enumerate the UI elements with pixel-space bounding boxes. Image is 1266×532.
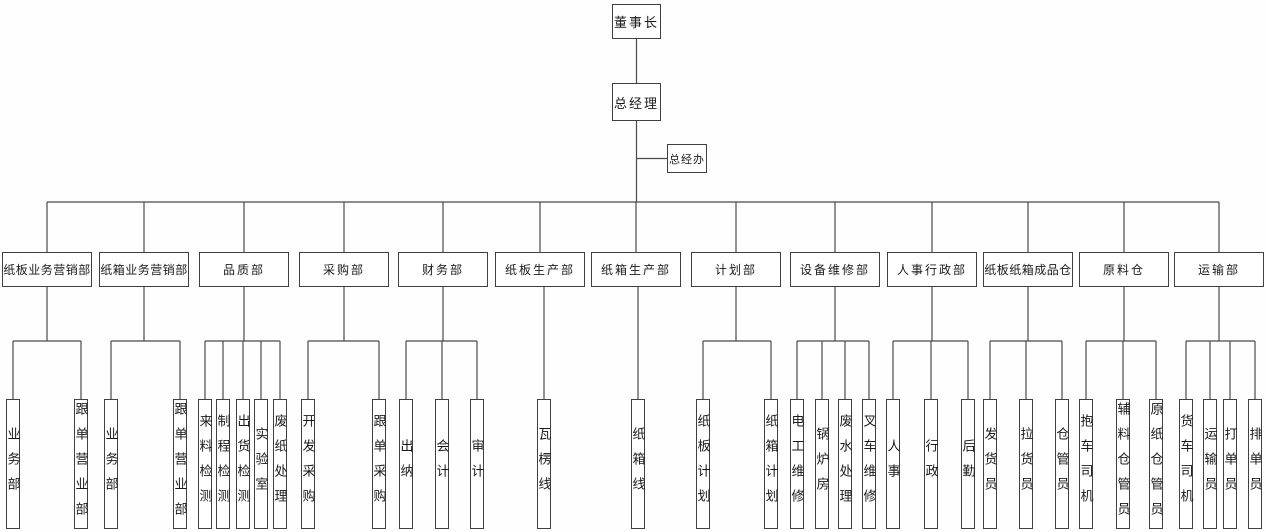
department-box: 原料仓 — [1079, 252, 1169, 287]
position-box: 叉车维修 — [862, 399, 877, 529]
department-box: 计划部 — [691, 252, 781, 287]
department-box: 纸箱生产部 — [591, 252, 681, 287]
position-box: 会计 — [435, 399, 450, 529]
position-box: 出纳 — [399, 399, 414, 529]
position-box: 仓管员 — [1055, 399, 1070, 529]
position-box: 排单员 — [1248, 399, 1263, 529]
position-box: 制程检测 — [216, 399, 231, 529]
department-box: 运输部 — [1174, 252, 1264, 287]
position-box: 电工维修 — [790, 399, 805, 529]
position-box: 锅炉房 — [815, 399, 830, 529]
position-box: 废水处理 — [838, 399, 853, 529]
position-box: 业务部 — [104, 399, 119, 529]
department-box: 纸板纸箱成品仓 — [983, 252, 1073, 287]
position-box: 瓦楞线 — [537, 399, 552, 529]
position-box: 纸板计划 — [696, 399, 711, 529]
department-box: 设备维修部 — [790, 252, 880, 287]
chairman-box: 董事长 — [612, 4, 661, 39]
position-box: 纸箱计划 — [764, 399, 779, 529]
department-box: 纸板业务营销部 — [2, 252, 92, 287]
position-box: 人事 — [886, 399, 901, 529]
position-box: 后勤 — [961, 399, 976, 529]
position-box: 辅料仓管员 — [1116, 399, 1131, 529]
department-box: 人事行政部 — [887, 252, 977, 287]
department-box: 财务部 — [398, 252, 488, 287]
department-box: 纸箱业务营销部 — [99, 252, 189, 287]
position-box: 审计 — [470, 399, 485, 529]
position-box: 抱车司机 — [1079, 399, 1094, 529]
position-box: 打单员 — [1223, 399, 1238, 529]
position-box: 纸箱线 — [631, 399, 646, 529]
position-box: 业务部 — [6, 399, 21, 529]
position-box: 出货检测 — [236, 399, 251, 529]
position-box: 实验室 — [254, 399, 269, 529]
department-box: 采购部 — [299, 252, 389, 287]
position-box: 拉货员 — [1019, 399, 1034, 529]
position-box: 跟单采购 — [372, 399, 387, 529]
position-box: 运输员 — [1203, 399, 1218, 529]
position-box: 发货员 — [983, 399, 998, 529]
position-box: 货车司机 — [1179, 399, 1194, 529]
position-box: 原纸仓管员 — [1149, 399, 1164, 529]
position-box: 来料检测 — [198, 399, 213, 529]
position-box: 跟单营业部 — [173, 399, 188, 529]
gm-office-box: 总经办 — [667, 144, 707, 173]
position-box: 废纸处理 — [273, 399, 288, 529]
position-box: 跟单营业部 — [74, 399, 89, 529]
department-box: 品质部 — [199, 252, 289, 287]
department-box: 纸板生产部 — [495, 252, 585, 287]
position-box: 行政 — [924, 399, 939, 529]
general-manager-box: 总经理 — [612, 83, 661, 121]
position-box: 开发采购 — [301, 399, 316, 529]
